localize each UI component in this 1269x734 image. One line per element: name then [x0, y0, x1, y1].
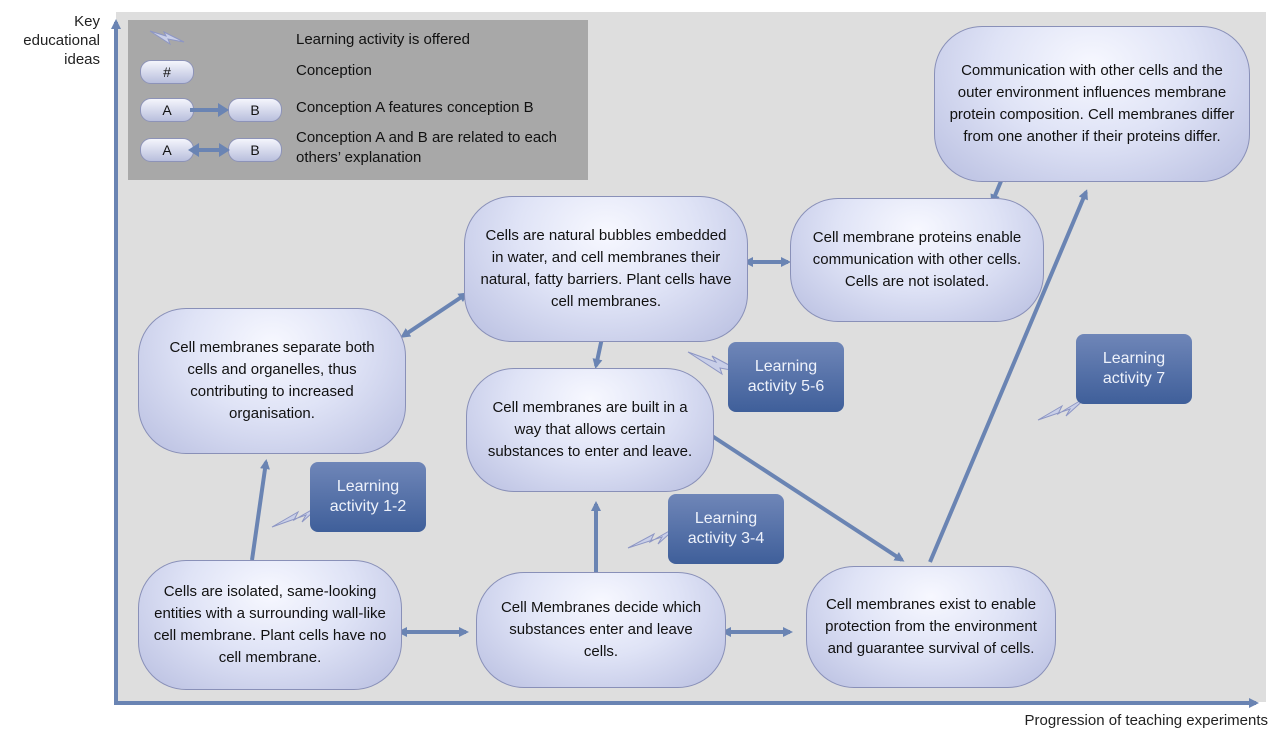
- legend-related-arrow: [188, 143, 230, 157]
- lightning-icon: [149, 30, 185, 46]
- legend-feature-arrow: [190, 103, 229, 117]
- node-built-substances: Cell membranes are built in a way that a…: [466, 368, 714, 492]
- legend-feature-a-pill: A: [140, 98, 194, 122]
- learning-activity-5-6: Learning activity 5-6: [728, 342, 844, 412]
- y-axis-label: Key educational ideas: [23, 13, 100, 68]
- arrow-isolated-to-separate: [250, 459, 270, 561]
- node-isolated-cells: Cells are isolated, same-looking entitie…: [138, 560, 402, 690]
- arrow-bubbles-built: [592, 331, 607, 369]
- learning-activity-1-2: Learning activity 1-2: [310, 462, 426, 532]
- node-natural-bubbles: Cells are natural bubbles embedded in wa…: [464, 196, 748, 342]
- legend-conception-pill: #: [140, 60, 194, 84]
- legend-conception-text: Conception: [296, 62, 372, 79]
- legend-activity-text: Learning activity is offered: [296, 31, 470, 48]
- node-protection: Cell membranes exist to enable protectio…: [806, 566, 1056, 688]
- x-axis-label: Progression of teaching experiments: [1024, 712, 1268, 729]
- node-communication: Communication with other cells and the o…: [934, 26, 1250, 182]
- legend-feature-b-pill: B: [228, 98, 282, 122]
- learning-activity-3-4: Learning activity 3-4: [668, 494, 784, 564]
- legend-feature-text: Conception A features conception B: [296, 99, 534, 116]
- legend: Learning activity is offered # Conceptio…: [128, 20, 588, 180]
- legend-related-text: Conception A and B are related to each o…: [296, 129, 558, 166]
- arrow-protection-to-communication: [928, 189, 1088, 563]
- arrow-separate-bubbles: [400, 292, 469, 338]
- node-membrane-proteins: Cell membrane proteins enable communicat…: [790, 198, 1044, 322]
- legend-related-b-pill: B: [228, 138, 282, 162]
- node-separate-organelles: Cell membranes separate both cells and o…: [138, 308, 406, 454]
- learning-activity-7: Learning activity 7: [1076, 334, 1192, 404]
- node-decide-substances: Cell Membranes decide which substances e…: [476, 572, 726, 688]
- arrow-built-to-protection: [704, 430, 905, 562]
